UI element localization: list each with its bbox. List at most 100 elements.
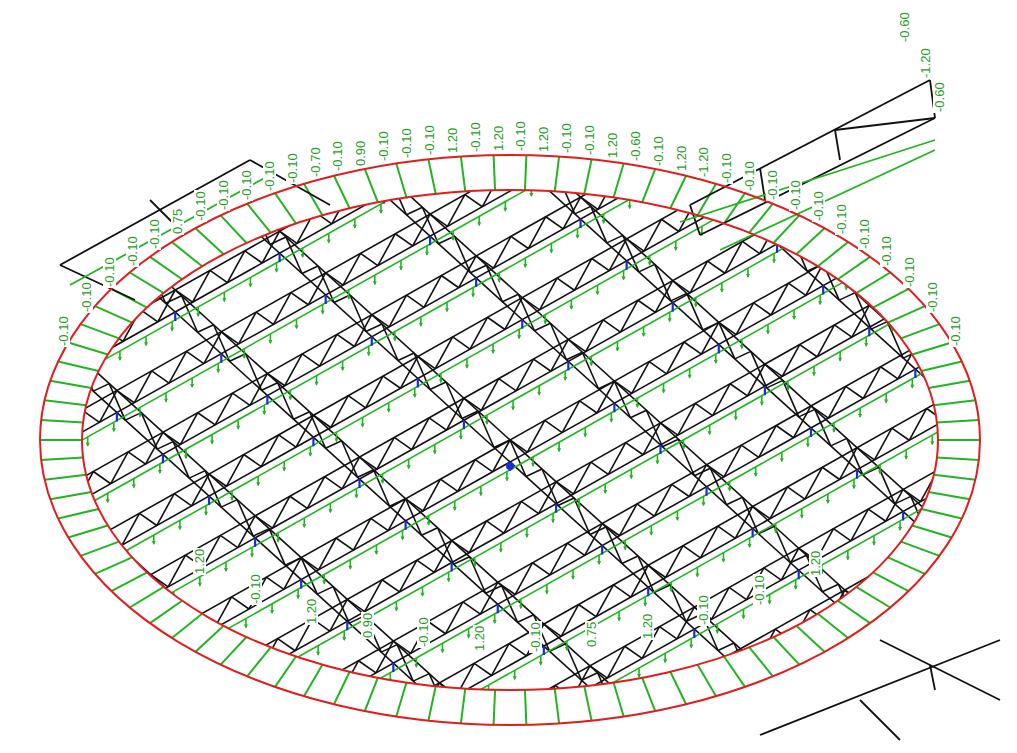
load-arrow (457, 166, 461, 170)
ring-tick (41, 457, 83, 459)
truss-member (0, 734, 4, 753)
truss-member (266, 577, 283, 589)
load-line (121, 621, 123, 630)
load-arrow (622, 276, 626, 280)
load-arrow (362, 693, 366, 697)
support-mark (847, 1, 849, 10)
truss-member (743, 38, 760, 50)
load-arrow (407, 465, 411, 469)
truss-member (317, 587, 333, 595)
truss-member (438, 528, 454, 565)
truss-member (394, 437, 411, 449)
load-arrow (752, 203, 756, 207)
truss-member (261, 435, 278, 467)
ring-tick (95, 557, 132, 573)
truss-member (58, 695, 75, 707)
truss-member (412, 418, 429, 450)
truss-member (503, 0, 519, 10)
load-arrow (525, 534, 529, 538)
truss-member (62, 56, 958, 753)
truss-member (1008, 431, 1017, 443)
load-arrow (268, 340, 272, 344)
load-arrow (686, 105, 690, 109)
truss-member (764, 568, 781, 580)
load-arrow (582, 164, 586, 168)
support-mark (788, 102, 790, 111)
truss-member (60, 646, 76, 683)
load-line (641, 57, 643, 66)
truss-member (285, 354, 302, 386)
truss-member (598, 673, 614, 710)
truss-member (742, 497, 758, 534)
truss-member (307, 477, 324, 509)
truss-member (966, 700, 982, 737)
load-arrow (542, 51, 546, 55)
load-arrow (381, 480, 385, 484)
truss-member (968, 308, 985, 340)
truss-member (486, 265, 502, 302)
load-arrow (804, 174, 808, 178)
truss-member (871, 322, 887, 330)
truss-member (736, 31, 752, 68)
support-mark (635, 730, 637, 739)
truss-member (61, 355, 77, 363)
load-arrow (740, 345, 744, 349)
truss-member (237, 500, 253, 536)
truss-member (0, 449, 12, 481)
load-arrow (382, 750, 386, 753)
load-arrow (224, 568, 228, 572)
ring-tick (130, 587, 164, 608)
load-arrow (629, 475, 633, 479)
truss-member (575, 55, 592, 87)
truss-member (712, 587, 729, 619)
truss-member (952, 88, 968, 96)
load-arrow (120, 627, 124, 631)
truss-member (318, 742, 335, 753)
ring-tick (461, 689, 465, 724)
load-arrow (712, 90, 716, 94)
load-arrow (336, 708, 340, 712)
truss-member (603, 320, 620, 332)
truss-member (377, 437, 394, 469)
ring-tick (396, 163, 406, 197)
load-value: 1.20 (473, 625, 486, 652)
load-arrow (754, 473, 758, 477)
truss-member (152, 371, 169, 383)
truss-member (782, 345, 799, 377)
truss-member (527, 148, 543, 185)
truss-member (22, 151, 38, 188)
load-value: -0.10 (514, 120, 527, 152)
load-line (485, 145, 487, 154)
load-arrow (826, 500, 830, 504)
support-mark (288, 722, 290, 731)
load-arrow (341, 367, 345, 371)
load-value: -0.70 (309, 146, 322, 178)
load-arrow (106, 499, 110, 503)
truss-member (352, 722, 369, 753)
load-arrow (54, 529, 58, 533)
load-arrow (150, 271, 154, 275)
load-arrow (87, 713, 91, 717)
truss-member (219, 739, 236, 751)
load-arrow (744, 4, 748, 8)
ring-tick (901, 324, 939, 338)
truss-member (296, 415, 313, 447)
truss-member (516, 359, 533, 391)
ring-tick (494, 155, 495, 190)
truss-member (880, 176, 896, 184)
truss-member (399, 560, 416, 592)
load-arrow (421, 593, 425, 597)
load-value: -0.10 (400, 127, 413, 159)
truss-member (1009, 23, 1017, 35)
canopy-member (880, 640, 1000, 700)
truss-member (122, 513, 139, 545)
truss-member (944, 389, 961, 421)
support-mark (764, 386, 766, 395)
load-arrow (929, 171, 933, 175)
load-arrow (216, 369, 220, 373)
load-arrow (838, 358, 842, 362)
truss-member (656, 77, 673, 109)
truss-member (510, 440, 526, 477)
truss-member (944, 234, 960, 242)
truss-member (0, 388, 1, 420)
